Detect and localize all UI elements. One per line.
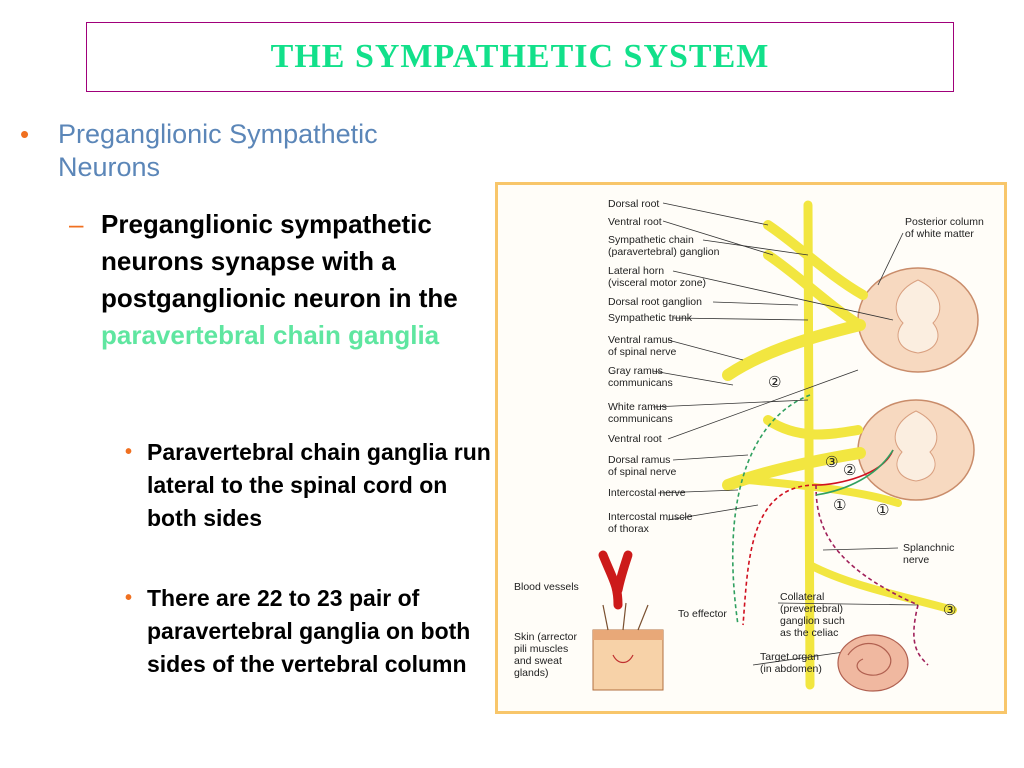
bullet-level1-text: Preganglionic Sympathetic Neurons [58, 119, 378, 182]
bullet-level1: • Preganglionic Sympathetic Neurons [20, 118, 478, 184]
spinal-cord-upper [857, 267, 979, 373]
highlight-term: paravertebral chain ganglia [101, 320, 440, 350]
sympathetic-diagram: Dorsal root Ventral root Sympathetic cha… [495, 182, 1007, 714]
label-blood-vessels: Blood vessels [514, 581, 579, 593]
label-ganglion-such: ganglion such [780, 615, 845, 627]
label-lateral-horn: Lateral horn [608, 265, 664, 277]
bullet-level2-text: Preganglionic sympathetic neurons synaps… [101, 209, 458, 313]
label-white-ramus: White ramus [608, 401, 667, 413]
label-as-the-celiac: as the celiac [780, 627, 838, 639]
label-gray-ramus: Gray ramus [608, 365, 663, 377]
label-dorsal-root-ganglion: Dorsal root ganglion [608, 296, 702, 308]
circled-number: ③ [943, 601, 956, 619]
bullet-level3-text: There are 22 to 23 pair of paravertebral… [147, 585, 471, 677]
label-nerve: nerve [903, 554, 929, 566]
label-dorsal-ramus: Dorsal ramus [608, 454, 670, 466]
circled-number: ① [876, 501, 889, 519]
label-of-thorax: of thorax [608, 523, 650, 535]
label-intercostal-muscle: Intercostal muscle [608, 511, 693, 523]
leader-lines [652, 202, 919, 666]
label-ventral-root-2: Ventral root [608, 433, 662, 445]
label-glands: glands) [514, 667, 548, 679]
bottom-labels: Blood vessels To effector Skin (arrector… [514, 581, 727, 679]
label-sympathetic-chain: Sympathetic chain [608, 234, 694, 246]
label-posterior-column: Posterior column [905, 216, 984, 228]
label-gray-communicans: communicans [608, 377, 673, 389]
label-to-effector: To effector [678, 608, 727, 620]
intestine-icon [837, 634, 909, 692]
nerve-structures [722, 200, 957, 690]
dash-marker: – [69, 209, 84, 239]
bullet-marker: • [20, 119, 30, 149]
bullet-level3-2: • There are 22 to 23 pair of paravertebr… [125, 582, 492, 681]
circled-number: ② [843, 461, 856, 479]
skin-block-icon [592, 602, 664, 691]
slide-title: THE SYMPATHETIC SYSTEM [270, 38, 770, 75]
bullet-marker: • [125, 441, 133, 463]
label-pili-muscles: pili muscles [514, 643, 568, 655]
label-prevertebral: (prevertebral) [780, 603, 843, 615]
left-labels: Dorsal root Ventral root Sympathetic cha… [608, 198, 720, 535]
label-splanchnic: Splanchnic [903, 542, 954, 554]
circled-number: ② [768, 373, 781, 391]
label-and-sweat: and sweat [514, 655, 562, 667]
diagram-svg: Dorsal root Ventral root Sympathetic cha… [514, 198, 984, 692]
circled-numbers: ② ③ ② ① ① ③ [768, 373, 956, 619]
label-ventral-ramus: Ventral ramus [608, 334, 673, 346]
label-target-organ: Target organ [760, 651, 819, 663]
label-dorsal-ramus-nerve: of spinal nerve [608, 466, 676, 478]
title-box: THE SYMPATHETIC SYSTEM [86, 22, 954, 92]
circled-number: ① [833, 496, 846, 514]
label-white-matter: of white matter [905, 228, 974, 240]
label-in-abdomen: (in abdomen) [760, 663, 822, 675]
label-ventral-root: Ventral root [608, 216, 662, 228]
label-paravertebral-ganglion: (paravertebral) ganglion [608, 246, 720, 258]
right-labels: Posterior column of white matter Splanch… [760, 216, 984, 675]
bullet-marker: • [125, 587, 133, 609]
label-sympathetic-trunk: Sympathetic trunk [608, 312, 693, 324]
label-intercostal-nerve: Intercostal nerve [608, 487, 686, 499]
label-visceral-motor-zone: (visceral motor zone) [608, 277, 706, 289]
label-skin: Skin (arrector [514, 631, 578, 643]
bullet-level3-1: • Paravertebral chain ganglia run latera… [125, 436, 492, 535]
label-collateral: Collateral [780, 591, 824, 603]
neuron-paths [731, 394, 929, 666]
bullet-level3-text: Paravertebral chain ganglia run lateral … [147, 439, 491, 531]
spinal-cord-lower [857, 399, 975, 501]
blood-vessel-icon [598, 550, 633, 610]
label-white-communicans: communicans [608, 413, 673, 425]
label-of-spinal-nerve: of spinal nerve [608, 346, 676, 358]
bullet-level2: – Preganglionic sympathetic neurons syna… [69, 206, 486, 354]
label-dorsal-root: Dorsal root [608, 198, 659, 210]
circled-number: ③ [825, 453, 838, 471]
